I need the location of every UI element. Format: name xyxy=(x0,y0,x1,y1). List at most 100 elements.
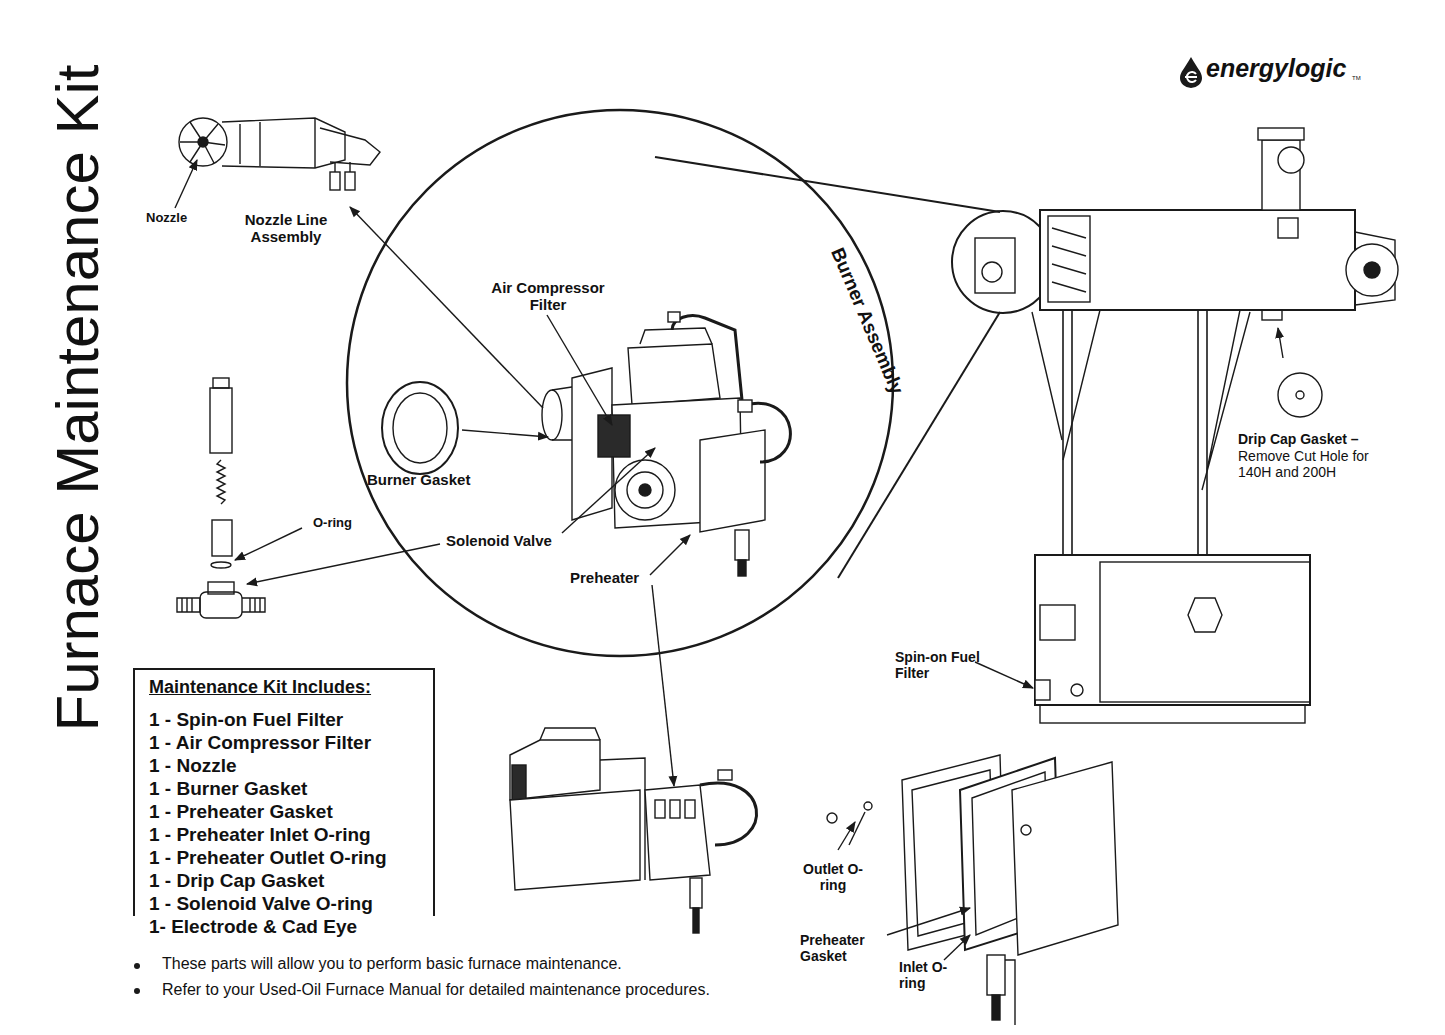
burner-preheater-drawing xyxy=(685,800,695,818)
solenoid-parts xyxy=(235,528,302,560)
burner-drawing xyxy=(639,484,651,496)
part-label: Nozzle Line Assembly xyxy=(236,211,336,246)
burner-preheater-drawing xyxy=(718,770,732,780)
part-label: Air Compressor Filter xyxy=(478,279,618,314)
burner-drawing xyxy=(350,207,543,408)
burner-drawing xyxy=(462,430,548,437)
furnace-drawing xyxy=(1071,684,1083,696)
furnace-drawing xyxy=(1258,128,1304,140)
solenoid-parts xyxy=(210,388,232,453)
furnace-drawing xyxy=(975,128,1398,723)
part-label: Solenoid Valve xyxy=(446,532,576,549)
nozzle-line-assembly xyxy=(330,172,340,190)
furnace-drawing xyxy=(1188,598,1222,632)
burner-drawing xyxy=(542,390,562,440)
preheater-exploded xyxy=(864,802,872,810)
furnace-drawing xyxy=(1364,262,1380,278)
list-item: 1 - Air Compressor Filter xyxy=(149,731,433,754)
preheater-exploded xyxy=(827,755,1118,1025)
burner-drawing xyxy=(700,430,765,532)
nozzle-line-assembly xyxy=(345,172,355,190)
preheater-exploded xyxy=(849,812,865,845)
burner-preheater-drawing xyxy=(690,878,702,908)
part-note: Remove Cut Hole for 140H and 200H xyxy=(1238,448,1383,480)
burner-drawing xyxy=(738,400,752,412)
preheater-exploded xyxy=(838,822,855,850)
list-item: 1 - Preheater Outlet O-ring xyxy=(149,846,433,869)
solenoid-parts xyxy=(211,562,231,568)
solenoid-parts xyxy=(217,460,225,504)
circle-title: Burner Assembly xyxy=(818,225,916,418)
burner-drawing xyxy=(652,585,674,786)
nozzle-line-assembly xyxy=(179,118,227,166)
brand-logo: energylogic xyxy=(1206,54,1366,83)
furnace-drawing xyxy=(1032,310,1250,490)
preheater-exploded xyxy=(944,935,970,960)
list-item: 1 - Spin-on Fuel Filter xyxy=(149,708,433,731)
furnace-drawing xyxy=(1278,147,1304,173)
list-item: 1 - Drip Cap Gasket xyxy=(149,869,433,892)
nozzle-line-assembly xyxy=(180,122,225,163)
furnace-drawing xyxy=(982,262,1002,282)
burner-drawing xyxy=(393,393,447,463)
preheater-exploded xyxy=(887,908,970,935)
burner-drawing xyxy=(382,382,458,474)
list-item: 1 - Burner Gasket xyxy=(149,777,433,800)
zoom-line xyxy=(838,312,1000,578)
solenoid-parts xyxy=(200,592,242,618)
solenoid-parts xyxy=(208,582,234,594)
logo-icon xyxy=(1180,57,1202,88)
part-label: Spin-on Fuel Filter xyxy=(895,649,980,681)
burner-preheater-drawing xyxy=(693,908,699,933)
solenoid-parts xyxy=(242,598,265,612)
part-label: Drip Cap Gasket – xyxy=(1238,431,1398,447)
furnace-drawing xyxy=(975,238,1015,293)
furnace-drawing xyxy=(1346,244,1398,296)
bullet-mark xyxy=(134,963,140,969)
solenoid-parts xyxy=(247,544,440,584)
nozzle-line-assembly xyxy=(240,118,315,168)
furnace-drawing xyxy=(1052,228,1086,292)
part-label: Preheater xyxy=(570,569,670,586)
burner-drawing xyxy=(668,312,680,322)
zoom-line xyxy=(952,211,1054,313)
trademark: TM xyxy=(1352,75,1372,82)
furnace-drawing xyxy=(1035,680,1050,700)
burner-drawing xyxy=(640,328,712,344)
list-item: 1 - Nozzle xyxy=(149,754,433,777)
nozzle-line-assembly xyxy=(335,162,350,172)
burner-drawing xyxy=(598,415,630,457)
part-label: Nozzle xyxy=(146,211,206,226)
list-item: 1 - Preheater Gasket xyxy=(149,800,433,823)
burner-preheater-drawing xyxy=(655,800,665,818)
burner-drawing xyxy=(615,460,675,520)
logo-icon xyxy=(1185,72,1197,82)
furnace-drawing xyxy=(1278,373,1322,417)
page-title: Furnace Maintenance Kit xyxy=(43,18,113,778)
list-item: 1 - Preheater Inlet O-ring xyxy=(149,823,433,846)
part-label: Preheater Gasket xyxy=(800,932,882,964)
furnace-drawing xyxy=(1035,555,1310,705)
nozzle-line-assembly xyxy=(175,118,380,208)
part-label: Outlet O-ring xyxy=(802,861,864,893)
burner-preheater-drawing xyxy=(645,785,710,880)
burner-drawing xyxy=(738,560,746,576)
furnace-drawing xyxy=(975,662,1033,688)
part-label: O-ring xyxy=(313,516,373,531)
burner-drawing xyxy=(350,207,790,786)
solenoid-parts xyxy=(212,520,232,556)
furnace-drawing xyxy=(1296,391,1304,399)
burner-drawing xyxy=(672,316,742,400)
burner-drawing xyxy=(627,472,663,508)
furnace-drawing xyxy=(1262,310,1282,320)
kit-list-box: Maintenance Kit Includes:1 - Spin-on Fue… xyxy=(133,668,435,916)
preheater-exploded xyxy=(1021,825,1031,835)
furnace-drawing xyxy=(1278,218,1298,238)
burner-drawing xyxy=(650,535,690,575)
circle-outline xyxy=(347,110,893,656)
solenoid-parts xyxy=(177,378,440,618)
burner-drawing xyxy=(547,315,612,425)
logo-icon xyxy=(1180,57,1202,88)
solenoid-parts xyxy=(177,598,200,612)
bullet-mark xyxy=(134,988,140,994)
